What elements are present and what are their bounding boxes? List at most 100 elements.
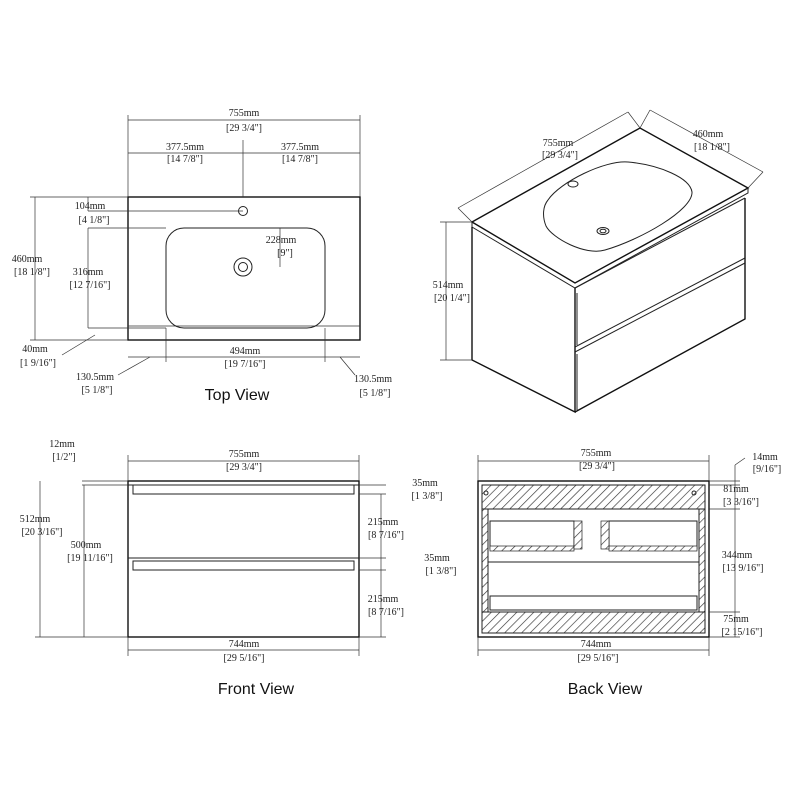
dim-bowl-width-in: [19 7/16"] (224, 359, 265, 370)
front-total-h-mm: 512mm (20, 514, 51, 525)
front-handle1-mm: 35mm (412, 478, 438, 489)
back-view: 755mm [29 3/4"] 14mm [9/16"] 81mm [3 3/1… (477, 448, 782, 698)
back-left-rail (481, 508, 489, 613)
back-shelf-right (608, 545, 698, 552)
iso-width-mm: 755mm (543, 138, 574, 149)
drain-inner (238, 262, 248, 272)
front-handle1-in: [1 3/8"] (411, 491, 442, 502)
back-right-rail (698, 508, 706, 613)
front-bottom-w-in: [29 5/16"] (223, 653, 264, 664)
iso-top-edge (471, 188, 749, 289)
dim-right-off-in: [5 1/8"] (359, 388, 390, 399)
dim-bowl-depth-mm: 316mm (73, 267, 104, 278)
dim-bowl-depth-in: [12 7/16"] (69, 280, 110, 291)
back-width-in: [29 3/4"] (579, 461, 615, 472)
ext-line (747, 171, 764, 189)
ext-line (627, 111, 641, 129)
front-body-h-in: [19 11/16"] (67, 553, 113, 564)
front-drawer2-mm: 215mm (368, 594, 399, 605)
back-width-mm: 755mm (581, 448, 612, 459)
back-top-mm: 14mm (752, 452, 778, 463)
iso-drain-outer (596, 227, 610, 235)
back-lower-in: [2 15/16"] (721, 627, 762, 638)
iso-drawer-split (574, 257, 746, 348)
basin-outline (165, 227, 326, 329)
iso-drawer-split-2 (574, 262, 746, 353)
back-divider-right (600, 520, 610, 550)
front-handle-2 (132, 560, 355, 571)
iso-basin (543, 161, 693, 252)
dim-drain-mm: 228mm (266, 235, 297, 246)
front-body-h-mm: 500mm (71, 540, 102, 551)
dim-bowl-width-mm: 494mm (230, 346, 261, 357)
front-width-mm: 755mm (229, 449, 260, 460)
front-handle-1 (132, 484, 355, 495)
back-lower-panel (481, 611, 706, 634)
back-cabinet-outline (477, 480, 710, 638)
back-upper-in: [3 3/16"] (723, 497, 759, 508)
back-bottom-w-in: [29 5/16"] (577, 653, 618, 664)
top-view-title: Top View (205, 387, 270, 404)
iso-front-face (574, 198, 746, 413)
front-cabinet-outline (127, 480, 360, 638)
front-drawer2-in: [8 7/16"] (368, 607, 404, 618)
back-divider-left (573, 520, 583, 550)
ext-line (639, 109, 651, 129)
iso-height-mm: 514mm (433, 280, 464, 291)
iso-width-in: [29 3/4"] (542, 150, 578, 161)
dim-half-right-mm: 377.5mm (281, 142, 319, 153)
dim-depth-in: [18 1/8"] (14, 267, 50, 278)
dim-depth-mm: 460mm (12, 254, 43, 265)
front-handle2-mm: 35mm (424, 553, 450, 564)
front-drawer1-mm: 215mm (368, 517, 399, 528)
ext-line (457, 207, 473, 223)
iso-drain-inner (599, 228, 607, 234)
iso-height-in: [20 1/4"] (434, 293, 470, 304)
dim-half-right-in: [14 7/8"] (282, 154, 318, 165)
dim-left-off-in: [5 1/8"] (81, 385, 112, 396)
iso-view: 755mm [29 3/4"] 460mm [18 1/8"] 514mm [2… (433, 109, 764, 414)
front-top-thk-in: [1/2"] (52, 452, 76, 463)
front-view: 755mm [29 3/4"] 12mm [1/2"] 512mm [20 3/… (20, 439, 457, 698)
front-drawer1-in: [8 7/16"] (368, 530, 404, 541)
leader-back-top (734, 457, 746, 466)
back-opening-right (608, 520, 698, 550)
front-width-in: [29 3/4"] (226, 462, 262, 473)
back-opening-left (489, 520, 575, 550)
dim-half-left-mm: 377.5mm (166, 142, 204, 153)
dim-faucet-in: [4 1/8"] (78, 215, 109, 226)
dim-top-width-mm: 755mm (229, 108, 260, 119)
back-bottom-w-mm: 744mm (581, 639, 612, 650)
iso-dim-line-depth (649, 109, 764, 173)
back-lower-mm: 75mm (723, 614, 749, 625)
front-total-h-in: [20 3/16"] (21, 527, 62, 538)
iso-front-top (574, 197, 746, 289)
dim-left-off-mm: 130.5mm (76, 372, 114, 383)
back-middle-in: [13 9/16"] (722, 563, 763, 574)
dim-right-off-mm: 130.5mm (354, 374, 392, 385)
dim-half-left-in: [14 7/8"] (167, 154, 203, 165)
front-top-thk-mm: 12mm (49, 439, 75, 450)
front-view-title: Front View (218, 681, 295, 698)
iso-faucet-hole (567, 180, 579, 188)
back-upper-mm: 81mm (723, 484, 749, 495)
back-top-in: [9/16"] (753, 464, 782, 475)
front-handle2-in: [1 3/8"] (425, 566, 456, 577)
leader-front (61, 334, 96, 356)
back-shelf-left (489, 545, 575, 552)
back-lower-opening (489, 595, 698, 611)
front-bottom-w-mm: 744mm (229, 639, 260, 650)
drain-outer (233, 257, 253, 277)
back-view-title: Back View (568, 681, 643, 698)
dim-front-in: [1 9/16"] (20, 358, 56, 369)
dim-drain-in: [9"] (277, 248, 293, 259)
back-upper-panel (481, 484, 706, 510)
iso-depth-in: [18 1/8"] (694, 142, 730, 153)
iso-dim-line-width (457, 111, 629, 209)
dim-front-mm: 40mm (22, 344, 48, 355)
top-view: 755mm [29 3/4"] 377.5mm [14 7/8"] 377.5m… (12, 108, 393, 404)
back-middle-mm: 344mm (722, 550, 753, 561)
leader-left-off (117, 356, 151, 376)
